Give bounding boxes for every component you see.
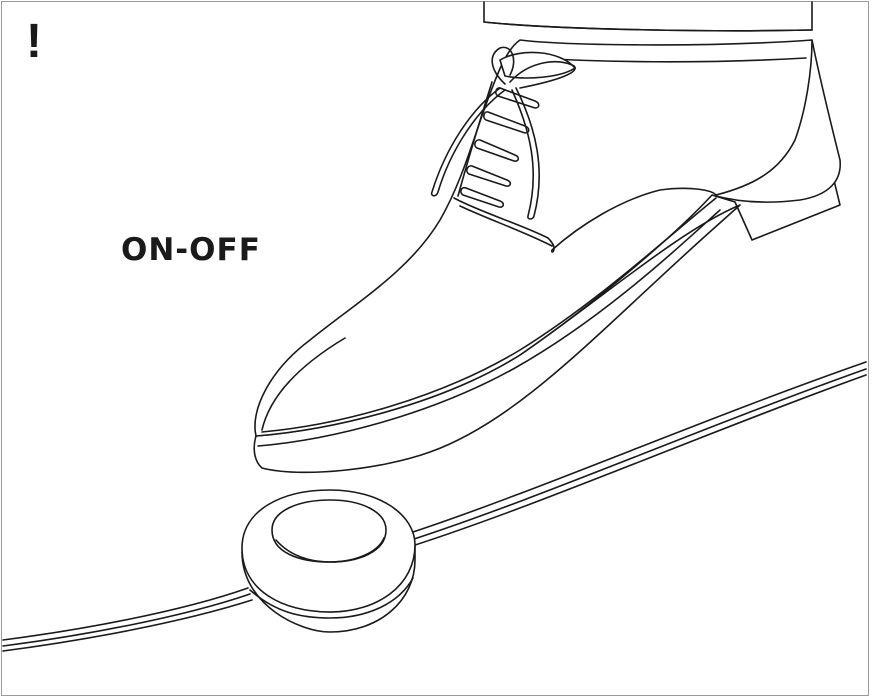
shoe-illustration [254,40,840,472]
trouser-leg-illustration [484,2,812,31]
foot-switch-illustration [242,490,415,632]
